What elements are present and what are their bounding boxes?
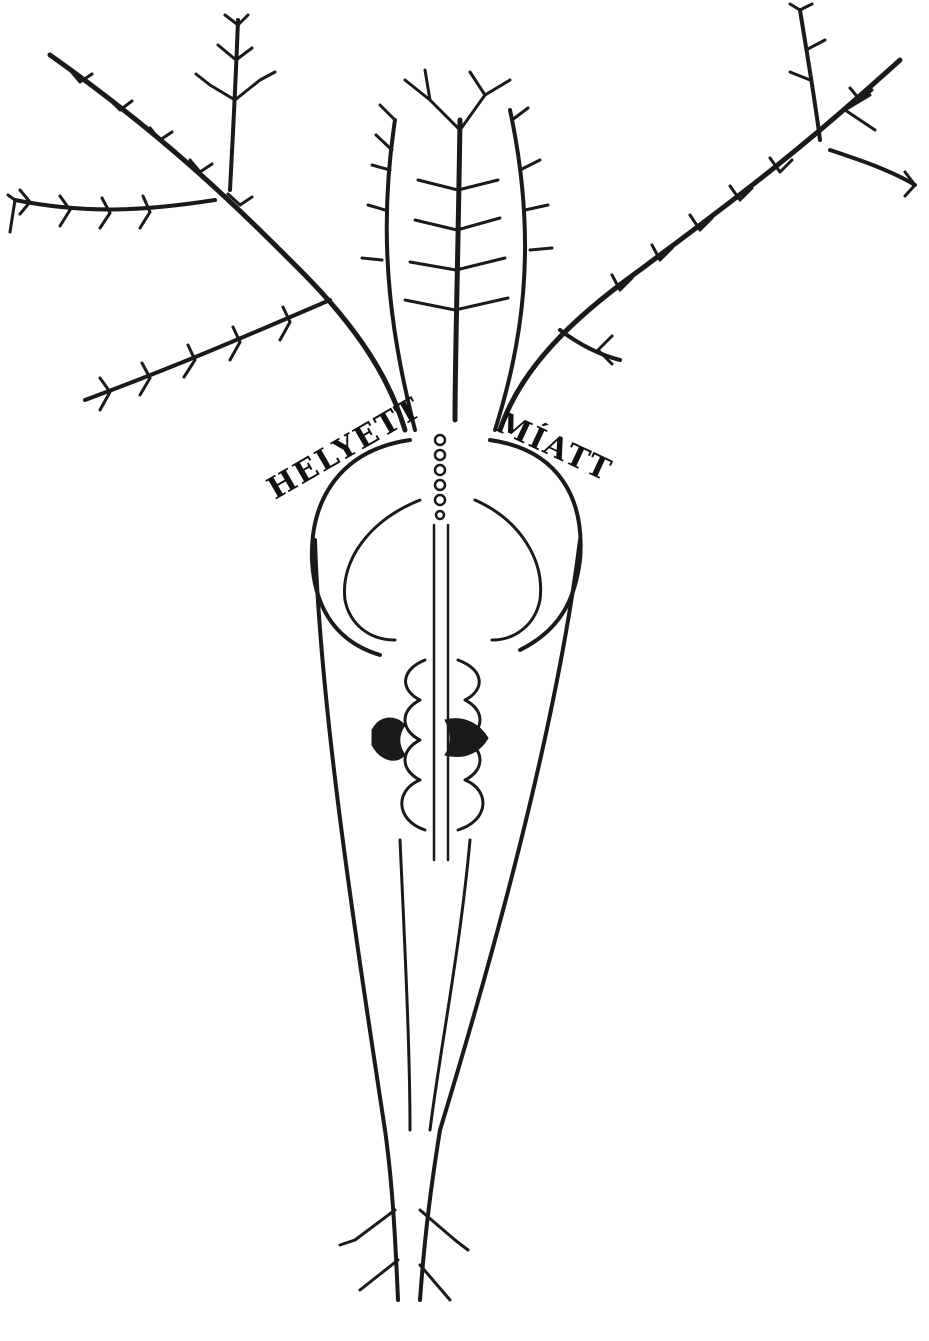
stem-outer-right — [420, 540, 580, 1300]
bead-column — [434, 435, 448, 860]
branch-left-vertical — [230, 20, 238, 190]
branch-right-vertical — [800, 10, 820, 140]
branches — [8, 4, 915, 430]
label-left: HELYETT — [262, 390, 429, 506]
branch-left-lower-twigs — [100, 307, 290, 410]
branch-center-left — [387, 120, 415, 430]
dark-lobes — [372, 718, 488, 760]
branch-center-right-twigs — [512, 108, 552, 250]
branch-left-upper — [50, 55, 405, 430]
branch-right-upper — [500, 60, 900, 430]
branch-right-lower — [560, 330, 620, 360]
branch-left-horizontal — [15, 200, 215, 209]
stem-base-left — [340, 1210, 398, 1290]
branch-right-horizontal — [830, 150, 915, 185]
stem-inner-right — [430, 840, 470, 1130]
arches — [312, 440, 581, 655]
arch-inner-left — [344, 500, 420, 640]
branch-left-lower — [85, 300, 330, 400]
branch-right-lower-twigs — [598, 336, 612, 364]
stem-outer-left — [315, 540, 398, 1300]
stem-inner-left — [400, 840, 410, 1130]
label-right: MÍATT — [492, 405, 618, 489]
arch-inner-right — [475, 500, 541, 640]
